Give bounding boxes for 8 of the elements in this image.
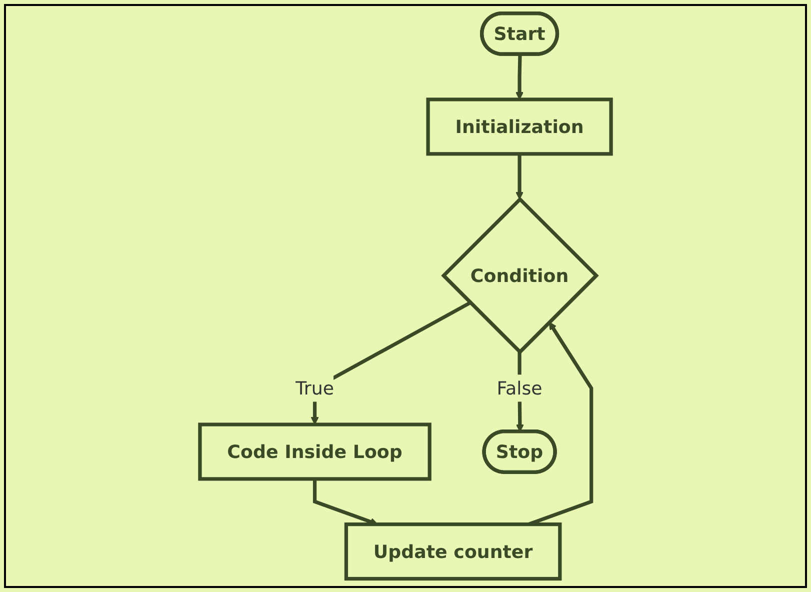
arrow [516, 154, 524, 200]
edge-label: True [296, 377, 334, 400]
arrow [516, 54, 524, 100]
node-diamond: Condition [441, 196, 599, 354]
edge-label: False [496, 377, 542, 400]
node-box: Update counter [344, 522, 562, 581]
node-box: Code Inside Loop [198, 422, 432, 481]
node-box: Initialization [426, 98, 613, 156]
